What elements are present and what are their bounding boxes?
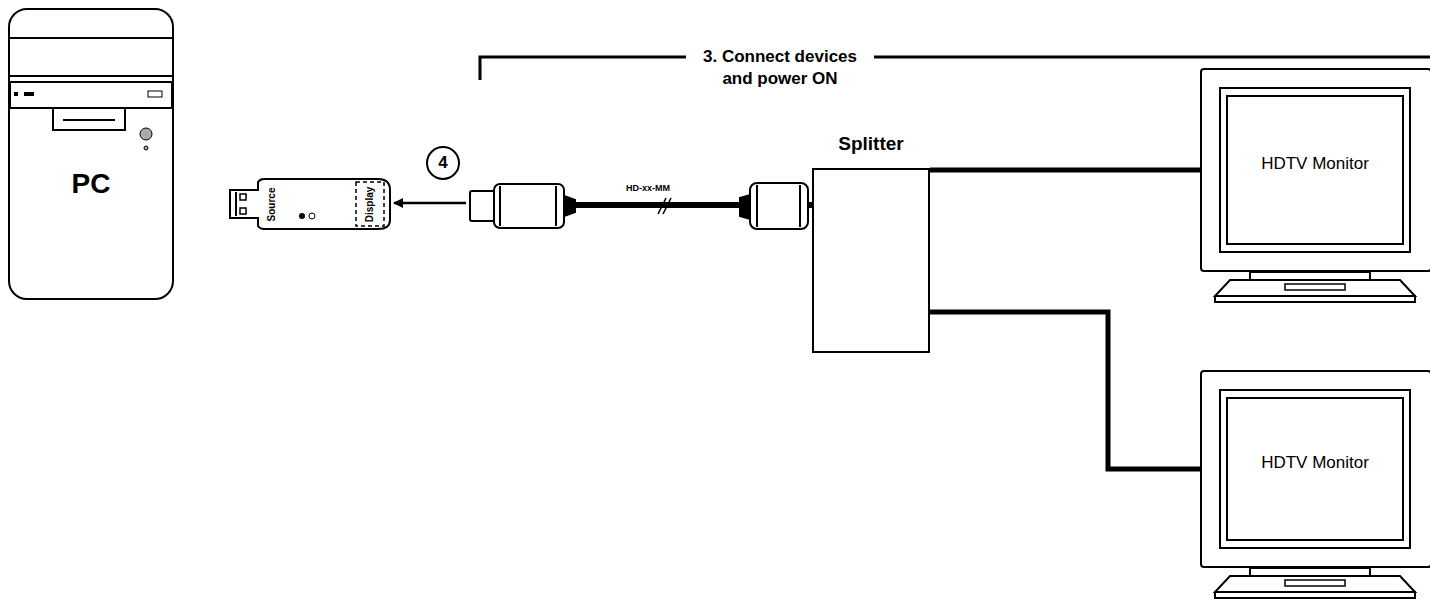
monitor-node: HDTV Monitor [1200,68,1430,272]
monitor-node: HDTV Monitor [1200,370,1430,568]
hdmi-plug [740,183,808,229]
bracket-line [480,57,686,80]
cable-label: HD-xx-MM [624,183,672,193]
cable-break [658,198,671,214]
port-label: Display [364,186,375,222]
adapter-node: Source Display [228,178,392,230]
device-label: PC [8,168,174,200]
splitter-node: Splitter [812,133,930,353]
step-note: 3. Connect devices and power ON [690,46,870,90]
pc-outline [8,8,174,300]
bracket-line [874,56,1430,59]
hdmi-plug [470,184,575,228]
device-heading: Splitter [792,133,950,155]
cable [930,170,1200,171]
callout-number: 4 [426,146,460,180]
cable [930,312,1200,469]
port-label: Source [267,187,278,221]
pc-node: PC [8,8,174,300]
splitter-outline [812,133,930,353]
device-label: HDTV Monitor [1260,452,1370,474]
device-label: HDTV Monitor [1260,153,1370,175]
